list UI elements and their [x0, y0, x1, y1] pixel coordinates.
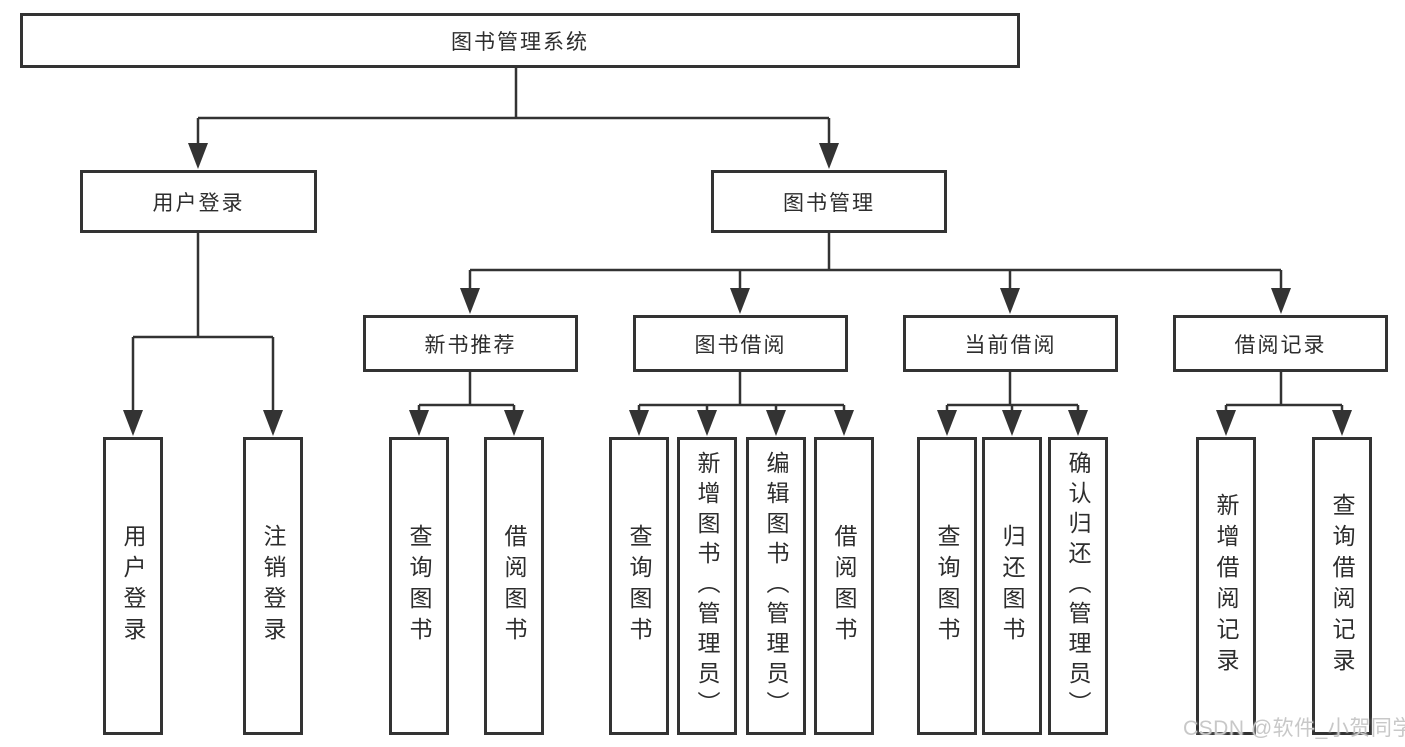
arrow-down-icon [409, 410, 429, 436]
leaf-query-books: 查询图书 [609, 437, 669, 735]
node-user-login: 用户登录 [80, 170, 317, 233]
arrow-down-icon [697, 410, 717, 436]
arrow-down-icon [263, 410, 283, 436]
arrow-down-icon [123, 410, 143, 436]
leaf-label: 查询图书 [406, 524, 432, 648]
node-borrow-records: 借阅记录 [1173, 315, 1388, 372]
arrow-down-icon [629, 410, 649, 436]
leaf-query-books: 查询图书 [389, 437, 449, 735]
arrow-down-icon [1002, 410, 1022, 436]
arrow-down-icon [188, 143, 208, 169]
leaf-label: 用户登录 [120, 524, 146, 648]
leaf-label: 编辑图书（管理员） [763, 451, 789, 721]
arrow-down-icon [504, 410, 524, 436]
arrow-down-icon [819, 143, 839, 169]
arrow-down-icon [937, 410, 957, 436]
leaf-label: 查询图书 [934, 524, 960, 648]
arrow-down-icon [834, 410, 854, 436]
leaf-edit-books-admin: 编辑图书（管理员） [746, 437, 806, 735]
leaf-add-borrow-record: 新增借阅记录 [1196, 437, 1256, 735]
leaf-label: 借阅图书 [501, 524, 527, 648]
arrow-down-icon [1216, 410, 1236, 436]
node-library-system: 图书管理系统 [20, 13, 1020, 68]
node-book-borrowing: 图书借阅 [633, 315, 848, 372]
arrow-down-icon [1332, 410, 1352, 436]
leaf-label: 借阅图书 [831, 524, 857, 648]
node-current-borrowing: 当前借阅 [903, 315, 1118, 372]
leaf-user-login: 用户登录 [103, 437, 163, 735]
leaf-label: 查询借阅记录 [1329, 493, 1355, 679]
leaf-label: 确认归还（管理员） [1065, 451, 1091, 721]
arrow-down-icon [730, 288, 750, 314]
arrow-down-icon [766, 410, 786, 436]
leaf-borrow-books: 借阅图书 [484, 437, 544, 735]
node-new-book-recommend: 新书推荐 [363, 315, 578, 372]
leaf-query-books: 查询图书 [917, 437, 977, 735]
leaf-label: 新增借阅记录 [1213, 493, 1239, 679]
leaf-label: 注销登录 [260, 524, 286, 648]
leaf-label: 查询图书 [626, 524, 652, 648]
leaf-label: 归还图书 [999, 524, 1025, 648]
arrow-down-icon [1000, 288, 1020, 314]
leaf-label: 新增图书（管理员） [694, 451, 720, 721]
node-book-management: 图书管理 [711, 170, 947, 233]
leaf-query-borrow-record: 查询借阅记录 [1312, 437, 1372, 735]
leaf-logout: 注销登录 [243, 437, 303, 735]
leaf-return-books: 归还图书 [982, 437, 1042, 735]
leaf-borrow-books: 借阅图书 [814, 437, 874, 735]
arrow-down-icon [1068, 410, 1088, 436]
leaf-confirm-return-admin: 确认归还（管理员） [1048, 437, 1108, 735]
watermark: CSDN @软件_小贺同学 [1183, 717, 1405, 740]
arrow-down-icon [1271, 288, 1291, 314]
leaf-add-books-admin: 新增图书（管理员） [677, 437, 737, 735]
arrow-down-icon [460, 288, 480, 314]
